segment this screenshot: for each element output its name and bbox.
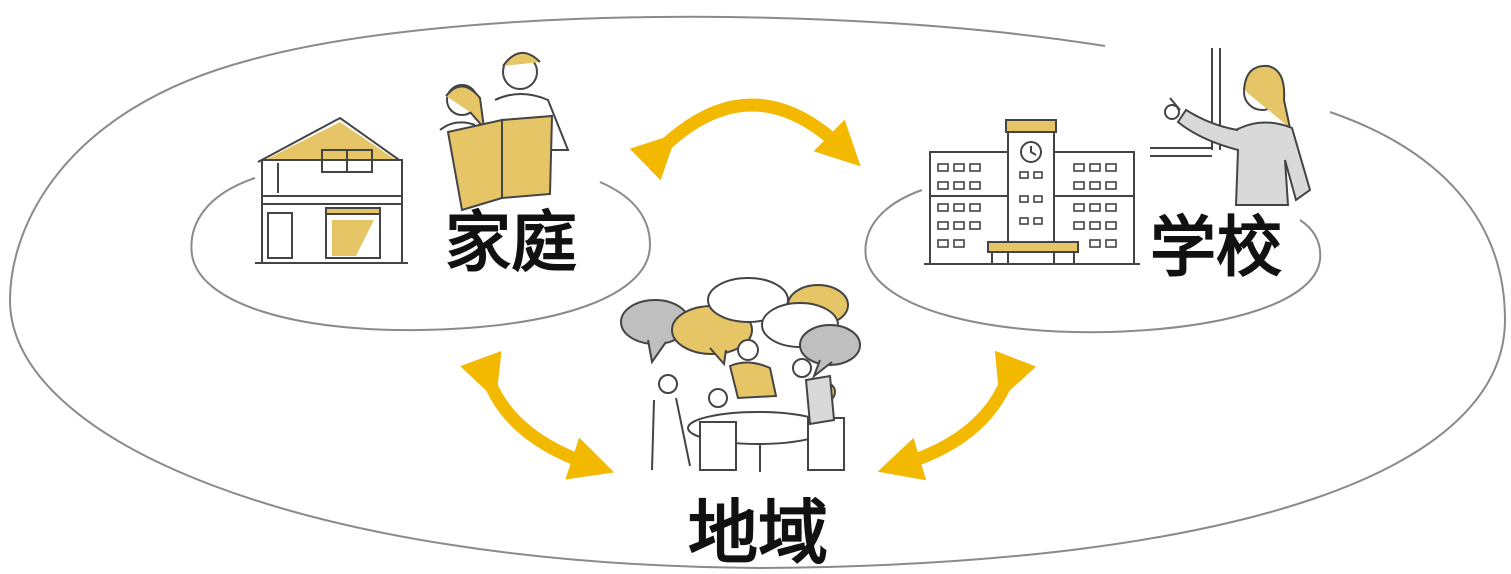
house-icon bbox=[255, 116, 408, 264]
home-label: 家庭 bbox=[445, 204, 577, 281]
outer-ellipse bbox=[8, 15, 1507, 570]
arrow-school-community bbox=[877, 350, 1037, 481]
teacher-icon bbox=[1150, 48, 1312, 206]
community-meeting-icon bbox=[620, 277, 861, 472]
community-label: 地域 bbox=[688, 492, 828, 574]
school-label: 学校 bbox=[1150, 209, 1282, 286]
arrow-home-community bbox=[460, 350, 615, 480]
parent-child-reading-icon bbox=[439, 52, 570, 212]
home-ellipse bbox=[190, 177, 652, 332]
school-ellipse bbox=[864, 189, 1322, 334]
arrow-home-school bbox=[629, 98, 861, 181]
school-building-icon bbox=[924, 119, 1140, 265]
